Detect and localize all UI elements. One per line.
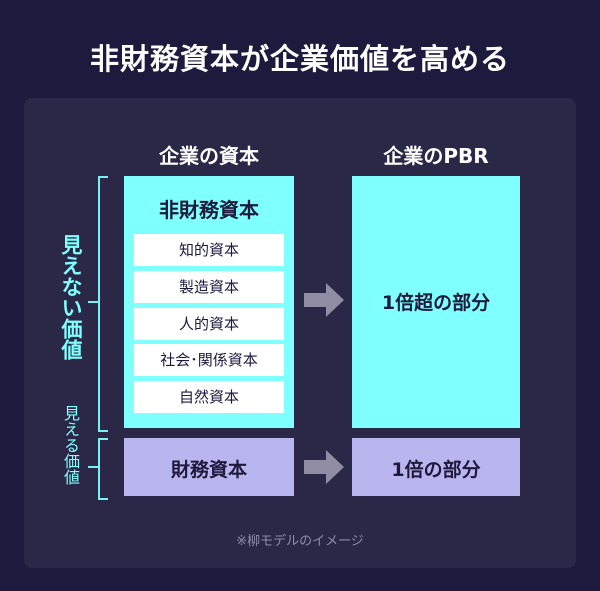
- pbr-one-box: 1倍の部分: [352, 438, 520, 496]
- footnote: ※柳モデルのイメージ: [236, 534, 364, 549]
- pbr-above-one-label: 1倍超の部分: [381, 292, 491, 314]
- capital-item: 自然資本: [134, 381, 284, 413]
- capital-item: 社会･関係資本: [134, 344, 284, 376]
- pbr-above-one-box: 1倍超の部分: [352, 176, 520, 428]
- bracket-tick: [88, 301, 98, 303]
- right-column-heading: 企業のPBR: [383, 144, 489, 168]
- capital-item: 製造資本: [134, 271, 284, 303]
- bracket-tick: [88, 466, 98, 468]
- capital-item: 人的資本: [134, 308, 284, 340]
- left-column-heading: 企業の資本: [159, 144, 259, 168]
- pbr-one-label: 1倍の部分: [391, 459, 481, 481]
- financial-capital-box: 財務資本: [124, 438, 294, 496]
- right-arrow-icon: [304, 450, 344, 484]
- page-title: 非財務資本が企業価値を高める: [89, 42, 510, 76]
- visible-value-bracket: [98, 438, 108, 500]
- right-arrow-icon: [304, 283, 344, 317]
- nonfinancial-capital-box: 非財務資本 知的資本 製造資本 人的資本 社会･関係資本 自然資本: [124, 176, 294, 428]
- financial-capital-label: 財務資本: [170, 459, 247, 481]
- invisible-value-bracket: [98, 176, 108, 432]
- invisible-value-label: 見えない価値: [59, 234, 83, 360]
- visible-value-label: 見える価値: [61, 405, 80, 485]
- capital-item: 知的資本: [134, 234, 284, 266]
- nonfinancial-capital-heading: 非財務資本: [159, 198, 259, 222]
